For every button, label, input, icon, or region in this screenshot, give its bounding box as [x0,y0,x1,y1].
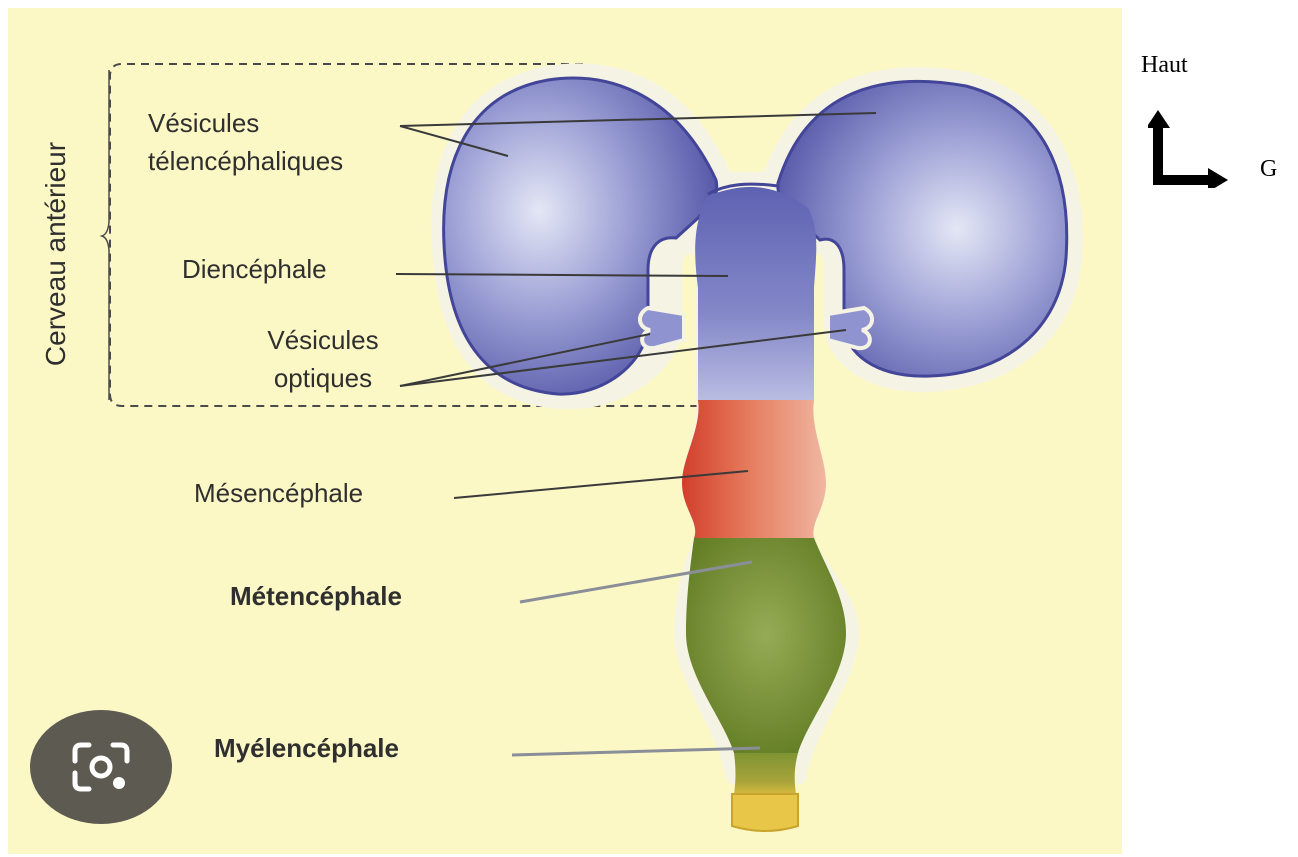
optic-label-line2: optiques [238,359,408,397]
myelencephalon [734,753,798,794]
diencephalon [695,187,816,400]
orientation-left-label: G [1260,156,1277,183]
myelencephalon-label: Myélencéphale [214,729,399,767]
forebrain-brace [102,70,109,400]
metencephalon-label: Métencéphale [230,577,402,615]
diagram-panel: Cerveau antérieur Vésicules télencéphali… [8,8,1122,854]
right-telencephalic-vesicle [778,81,1067,376]
mesencephalon-label: Mésencéphale [194,474,363,512]
telencephalic-label-line1: Vésicules [148,104,343,142]
forebrain-label: Cerveau antérieur [40,142,72,366]
spinal-cord [732,794,798,831]
optic-vesicles-label: Vésicules optiques [238,321,408,397]
camera-search-button[interactable] [30,710,172,824]
camera-search-icon [69,737,133,797]
orientation-arrow-icon [1148,106,1232,188]
right-optic-vesicle [828,308,872,348]
diencephalon-label: Diencéphale [182,250,327,288]
mesencephalon [682,400,826,538]
telencephalic-vesicles-label: Vésicules télencéphaliques [148,104,343,180]
telencephalic-label-line2: télencéphaliques [148,142,343,180]
left-optic-vesicle [640,308,684,348]
orientation-up-label: Haut [1141,52,1188,79]
optic-label-line1: Vésicules [238,321,408,359]
